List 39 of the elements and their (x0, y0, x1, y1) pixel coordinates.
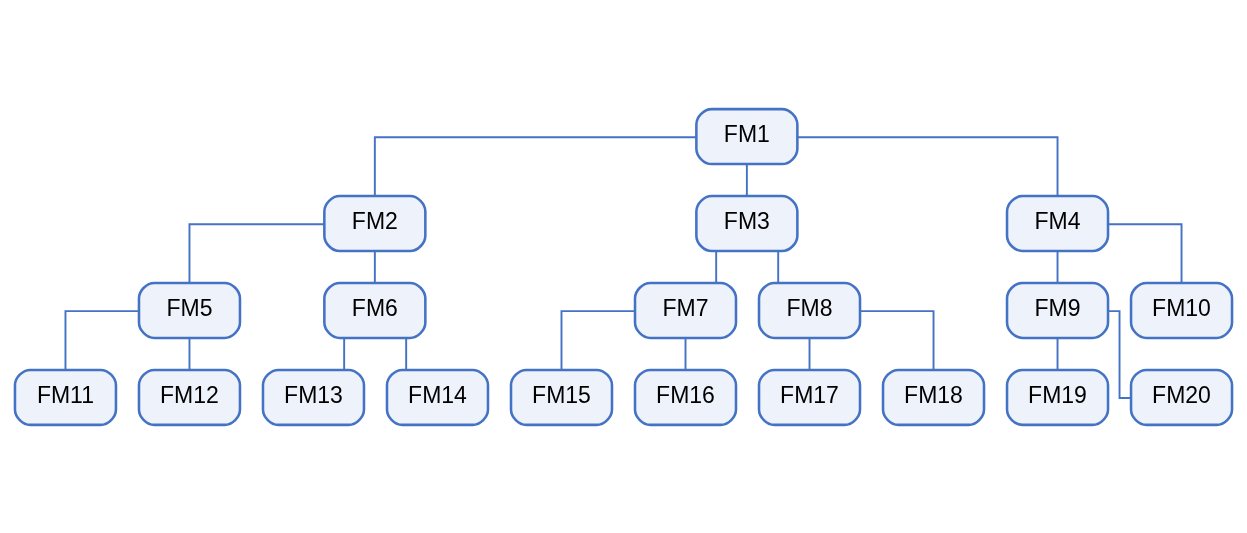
node-box: FM12 (137, 368, 242, 426)
connector (1056, 249, 1059, 284)
connector (64, 309, 140, 371)
connector (1056, 336, 1059, 371)
connector (188, 222, 326, 284)
connector (560, 309, 636, 371)
node-box: FM17 (757, 368, 862, 426)
node-box: FM20 (1129, 368, 1234, 426)
node-box: FM15 (509, 368, 614, 426)
node-box: FM16 (633, 368, 738, 426)
connector (684, 336, 687, 371)
connector (343, 336, 346, 371)
connector (859, 309, 935, 371)
node-box: FM1 (695, 107, 799, 165)
node-box: FM5 (137, 281, 242, 339)
node-box: FM3 (695, 194, 799, 252)
node-box: FM7 (633, 281, 738, 339)
node-box: FM19 (1005, 368, 1110, 426)
connector (188, 336, 191, 371)
node-box: FM13 (261, 368, 366, 426)
connector (373, 135, 698, 197)
connector (1107, 309, 1132, 399)
node-box: FM11 (13, 368, 118, 426)
node-box: FM14 (385, 368, 490, 426)
connector (1107, 222, 1183, 284)
node-box: FM9 (1005, 281, 1110, 339)
connector (808, 336, 811, 371)
node-box: FM4 (1005, 194, 1110, 252)
connector (373, 249, 376, 284)
node-box: FM2 (323, 194, 427, 252)
connector (777, 249, 780, 284)
connector (796, 135, 1059, 197)
connector (405, 336, 408, 371)
connector (745, 162, 748, 197)
node-box: FM10 (1129, 281, 1234, 339)
node-box: FM8 (757, 281, 862, 339)
node-box: FM18 (881, 368, 986, 426)
node-box: FM6 (323, 281, 427, 339)
connector (715, 249, 718, 284)
